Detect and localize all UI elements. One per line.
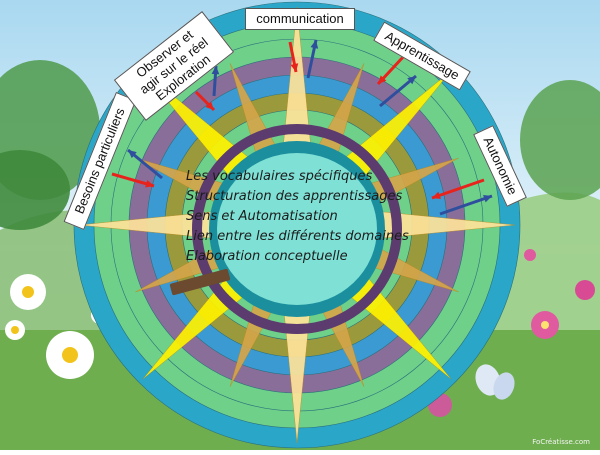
hub-center: [217, 153, 377, 305]
arrow-blue-observer: [211, 65, 220, 97]
arrow-blue-observer-head: [211, 66, 220, 75]
center-text-2: Structuration des apprentissages: [186, 189, 403, 204]
center-text-4: Lien entre les différents domaines: [186, 229, 409, 244]
arrow-red-communication: [288, 41, 299, 73]
arrow-blue-besoins-head: [128, 150, 137, 159]
arrow-blue-besoins: [127, 148, 163, 180]
arrow-red-observer: [194, 90, 216, 112]
tree-left: [0, 60, 100, 230]
arrow-red-autonomie-head: [432, 191, 441, 200]
arrow-blue-autonomie-head: [483, 194, 492, 203]
arrow-red-besoins-head: [145, 180, 154, 188]
brown-bar: [169, 268, 231, 296]
center-text-5: Elaboration conceptuelle: [186, 249, 348, 264]
arrow-red-autonomie: [431, 178, 485, 200]
arrow-blue-autonomie: [439, 194, 493, 216]
label-communication: communication: [245, 8, 355, 30]
center-text-1: Les vocabulaires spécifiques: [186, 169, 373, 184]
arrow-red-apprentissage: [376, 54, 406, 86]
arrow-red-communication-head: [290, 63, 299, 72]
arrow-red-apprentissage-head: [378, 75, 387, 84]
arrow-blue-communication: [306, 39, 319, 79]
hub-group: [192, 124, 402, 334]
credit-text: FoCréatisse.com: [532, 438, 590, 446]
arrow-blue-apprentissage: [379, 74, 417, 108]
arrow-red-observer-head: [205, 101, 214, 110]
arrow-blue-communication-head: [310, 40, 319, 49]
arrows-group: [111, 39, 493, 216]
arrow-red-besoins: [111, 172, 155, 188]
tree-right: [520, 80, 600, 200]
arrow-blue-apprentissage-head: [407, 76, 416, 85]
butterfly: [475, 364, 515, 400]
center-text-3: Sens et Automatisation: [186, 209, 338, 224]
hub-ring-purple: [192, 124, 402, 334]
arrow-red-autonomie-shaft: [431, 178, 485, 200]
arrow-blue-autonomie-shaft: [439, 194, 493, 216]
